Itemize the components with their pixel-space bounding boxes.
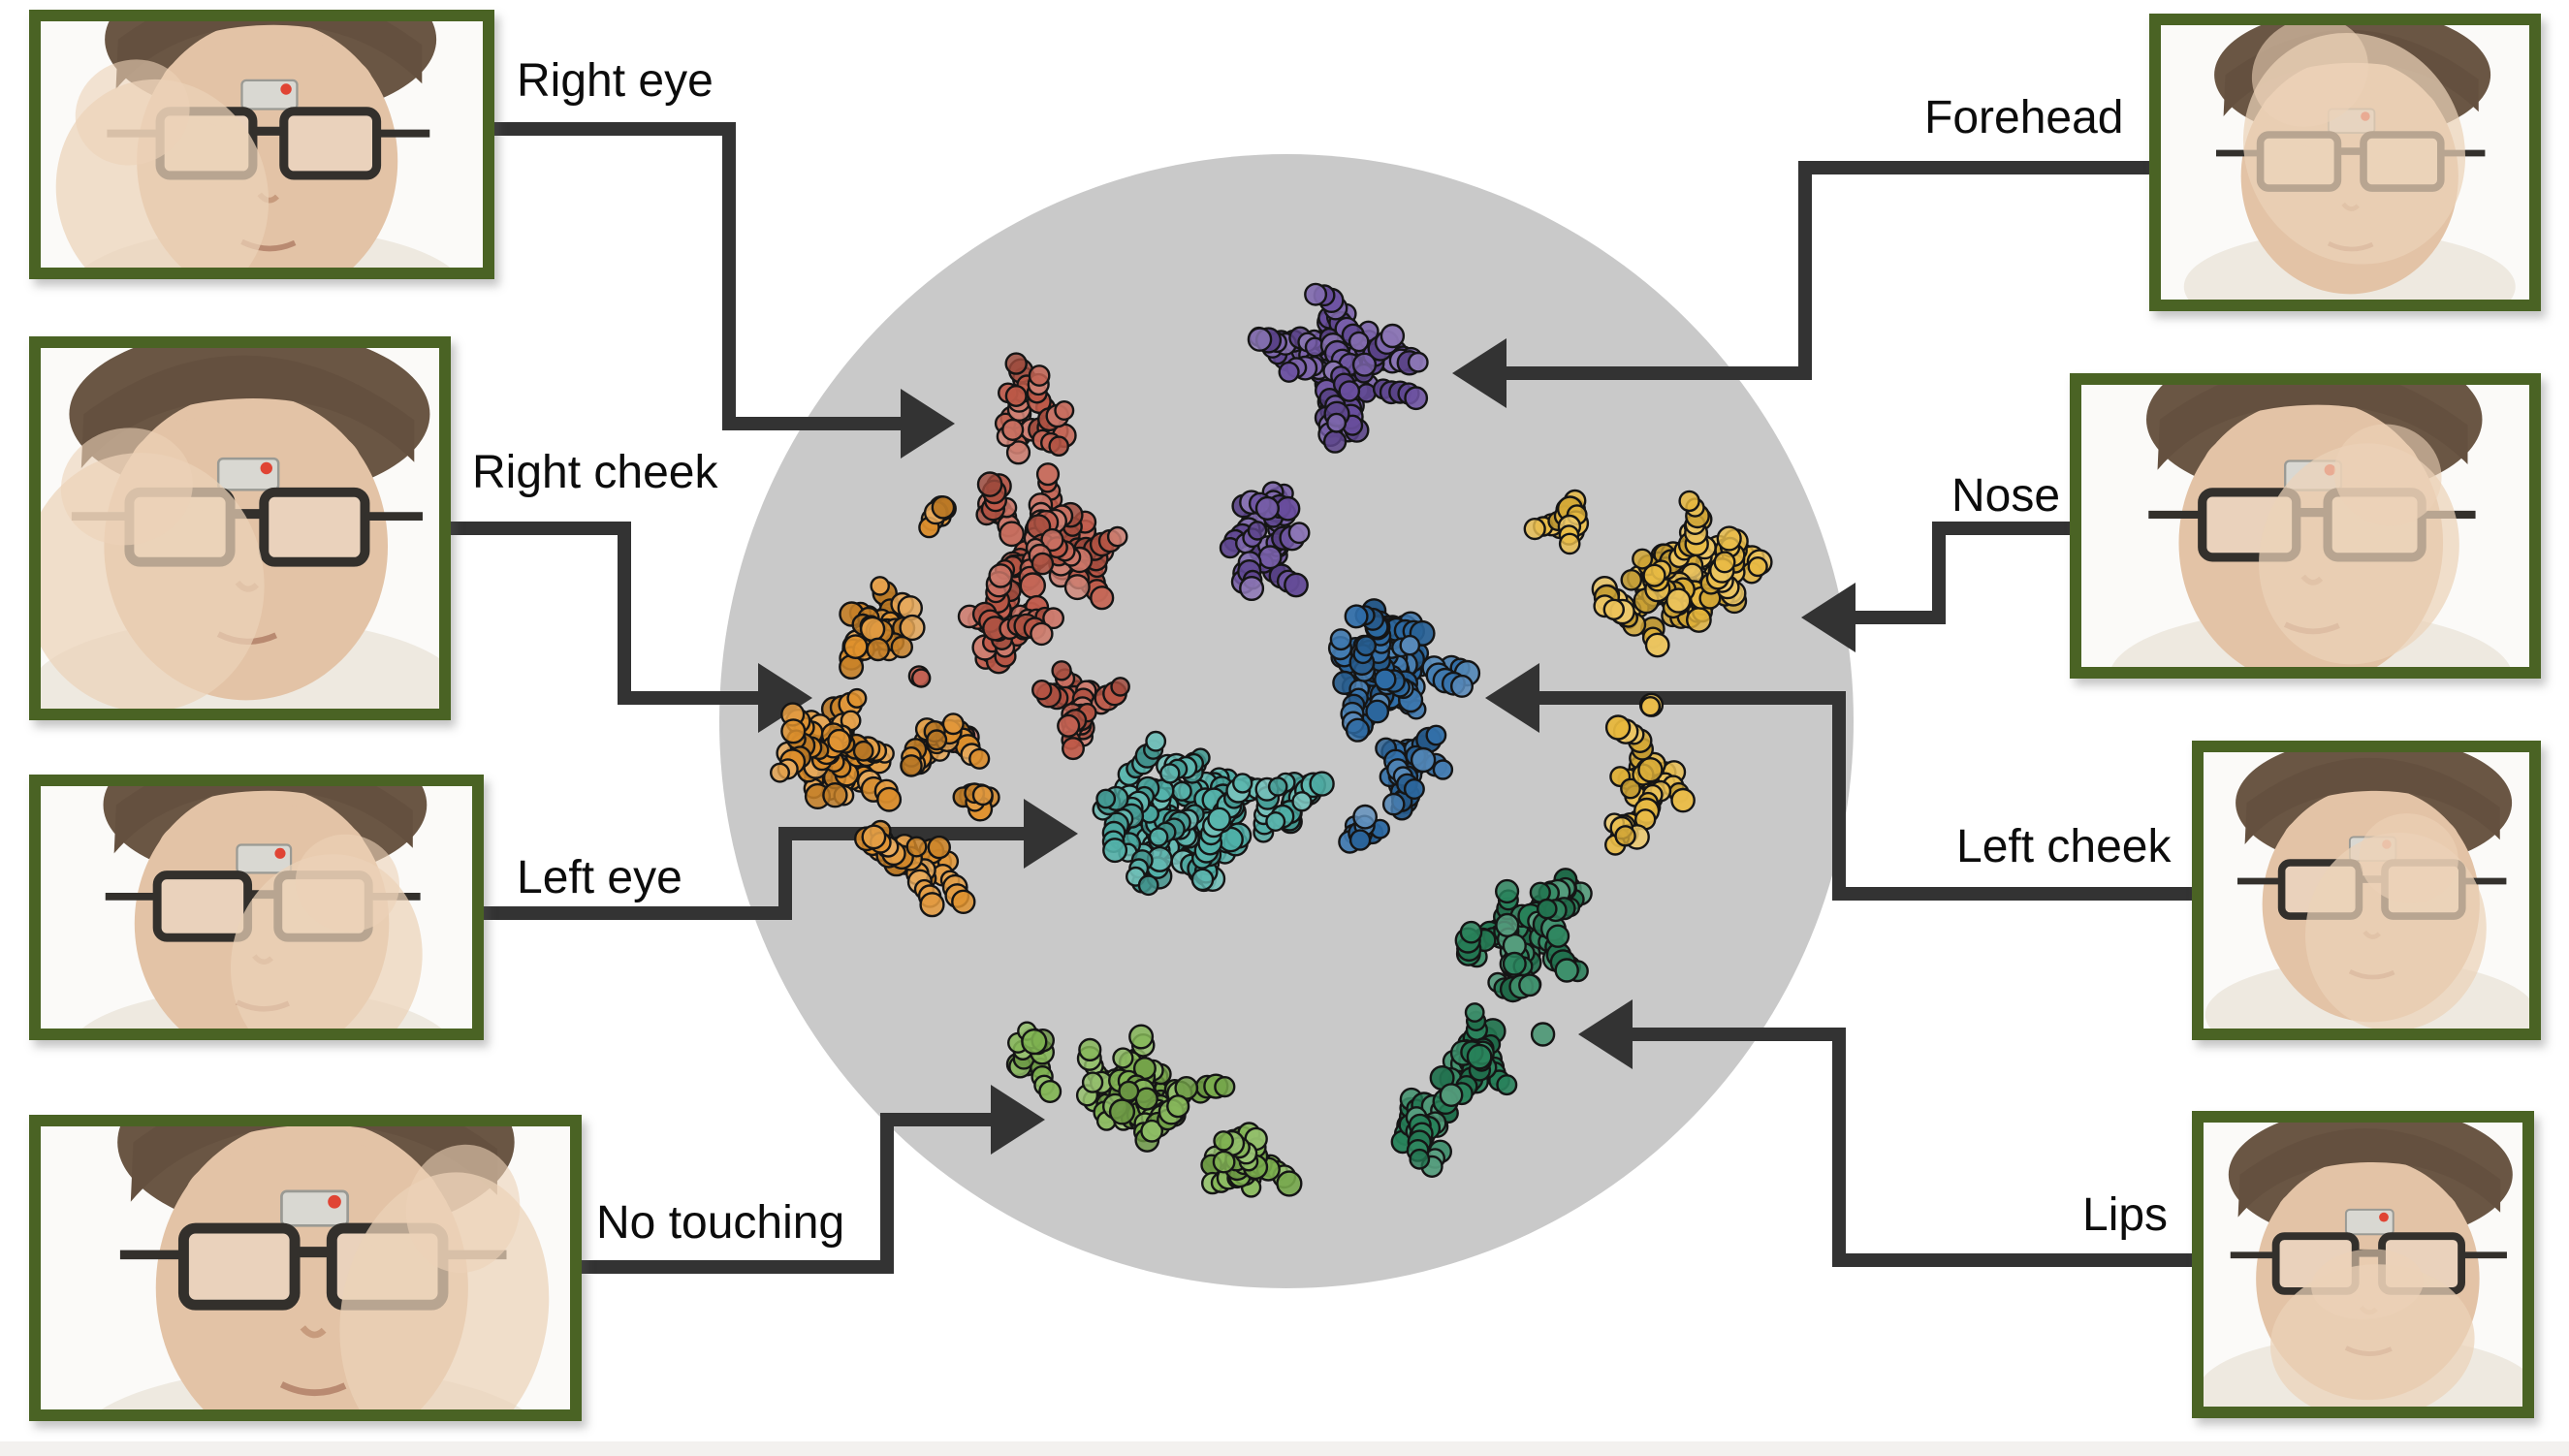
connector-arrows <box>451 122 2192 1274</box>
sensor-led <box>2379 1212 2389 1222</box>
glasses-right-lens <box>279 107 382 180</box>
cluster-right-cheek <box>770 495 1000 918</box>
arrow-head-left-cheek <box>1485 663 1539 733</box>
hand-overlay <box>2304 813 2487 1029</box>
photo-image <box>41 1126 570 1409</box>
label-left-eye: Left eye <box>517 852 682 903</box>
hair-fringe <box>113 786 413 854</box>
photo-left-eye-gesture <box>29 775 484 1040</box>
cluster-left-eye <box>1092 730 1335 897</box>
cluster-lips <box>1390 868 1593 1178</box>
hair-fringe <box>115 21 423 89</box>
photo-image <box>2161 25 2529 300</box>
cluster-forehead <box>1219 282 1429 602</box>
photo-right-eye-gesture <box>29 10 494 279</box>
cluster-right-eye <box>907 352 1130 761</box>
arrow-line-left-cheek <box>1530 691 2192 901</box>
nose-line <box>300 1325 327 1339</box>
hair-fringe <box>80 355 415 468</box>
glasses-right-lens <box>259 487 370 567</box>
sensor-led <box>328 1194 341 1209</box>
arrow-head-forehead <box>1452 338 1507 408</box>
photo-forehead-gesture <box>2149 14 2541 311</box>
label-no-touching: No touching <box>596 1197 845 1249</box>
glasses-left-lens <box>152 870 253 942</box>
arrow-head-right-cheek <box>758 663 812 733</box>
sensor-led <box>280 83 292 95</box>
label-lips: Lips <box>2082 1189 2169 1241</box>
photo-left-cheek-gesture <box>2192 741 2541 1040</box>
photo-image <box>2204 1123 2522 1407</box>
arrow-line-no-touching <box>582 1113 1000 1274</box>
label-right-eye: Right eye <box>517 55 714 107</box>
cluster-nose <box>1523 489 1773 856</box>
photo-image <box>41 348 439 709</box>
arrow-line-right-cheek <box>451 522 768 705</box>
photo-image <box>41 21 483 268</box>
arrow-line-left-eye <box>484 827 1033 920</box>
sensor-led <box>260 461 272 475</box>
glasses-left-lens <box>177 1222 301 1311</box>
photo-no-touching-gesture <box>29 1115 582 1421</box>
arrow-head-right-eye <box>901 389 955 459</box>
label-left-cheek: Left cheek <box>1956 821 2172 872</box>
sensor-led <box>274 847 286 859</box>
hand-overlay <box>41 427 265 709</box>
photo-image <box>2081 385 2529 667</box>
bottom-edge-strip <box>0 1441 2569 1456</box>
hand-overlay <box>2269 1249 2475 1407</box>
photo-right-cheek-gesture <box>29 336 451 720</box>
hand-overlay <box>55 59 270 268</box>
label-right-cheek: Right cheek <box>472 447 718 498</box>
cluster-left-cheek <box>1327 598 1481 854</box>
hair-fringe <box>130 1126 497 1202</box>
photo-nose-gesture <box>2070 373 2541 679</box>
hand-overlay <box>230 834 423 1029</box>
label-forehead: Forehead <box>1924 92 2124 143</box>
label-nose: Nose <box>1951 470 2061 522</box>
mouth-line <box>279 1381 347 1397</box>
arrow-line-forehead <box>1497 161 2149 380</box>
arrow-line-right-eye <box>494 122 910 430</box>
hand-overlay <box>339 1144 550 1409</box>
hand-overlay <box>2242 25 2466 265</box>
arrow-head-left-eye <box>1024 799 1078 869</box>
photo-image <box>41 786 472 1029</box>
arrow-head-nose <box>1801 583 1855 652</box>
hair-fringe <box>2237 1128 2501 1218</box>
arrow-line-nose <box>1846 522 2070 624</box>
hair-fringe <box>2244 757 2500 844</box>
hand-overlay <box>2259 424 2459 665</box>
arrow-line-lips <box>1623 1028 2192 1267</box>
cluster-no-touching <box>1005 1021 1303 1198</box>
photo-image <box>2204 752 2529 1029</box>
arrow-head-no-touching <box>991 1085 1045 1155</box>
arrow-head-lips <box>1578 999 1633 1069</box>
photo-lips-gesture <box>2192 1111 2534 1418</box>
hair-fringe <box>2157 385 2468 470</box>
